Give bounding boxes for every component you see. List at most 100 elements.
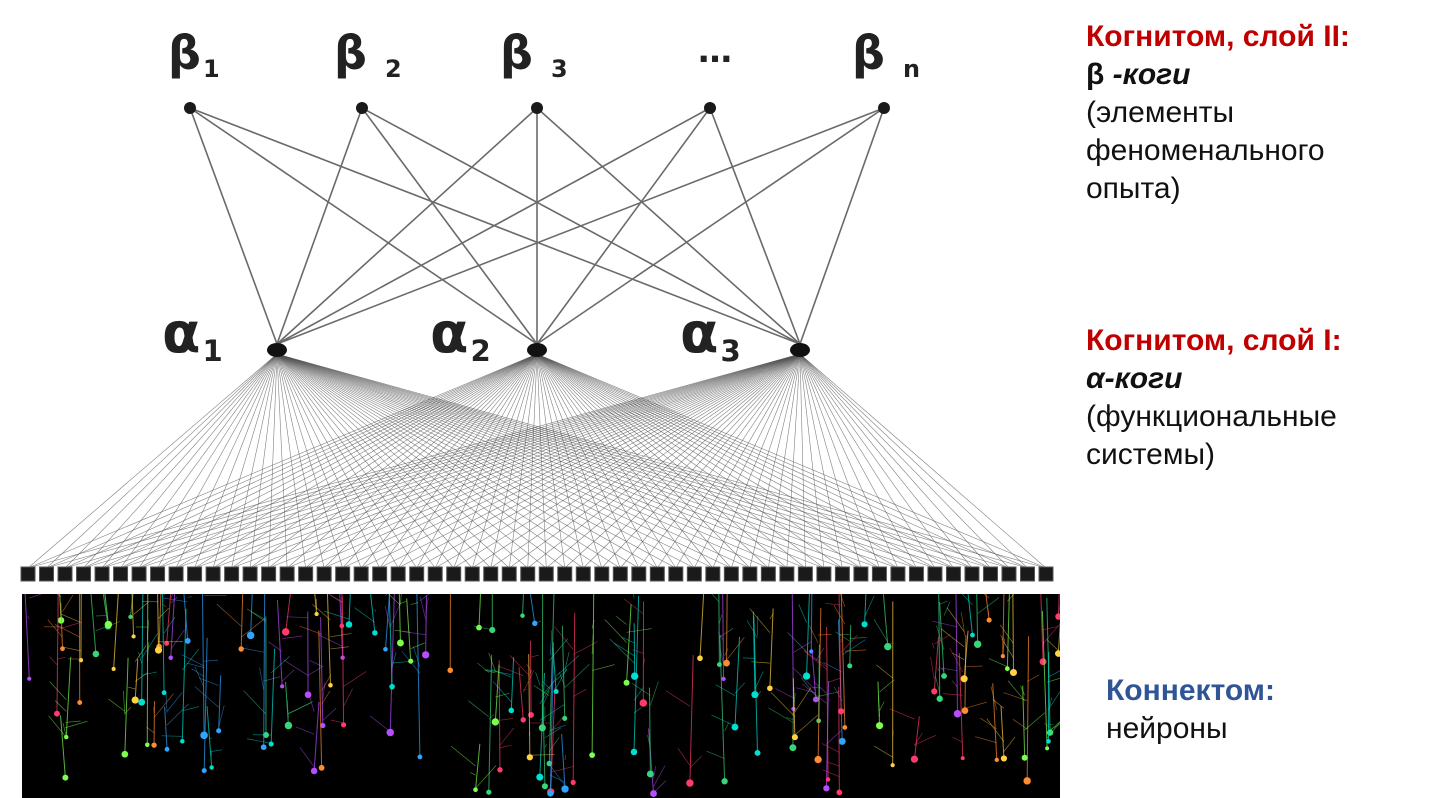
edge-alpha3-input39 <box>731 353 801 569</box>
neuron-branch <box>181 654 205 667</box>
neuron-soma <box>538 724 546 732</box>
neuron-soma <box>62 774 69 781</box>
neuron-branch <box>535 672 541 685</box>
neuron-soma <box>314 611 319 617</box>
neuron-dendrite <box>769 608 774 689</box>
input-unit-12 <box>224 566 240 582</box>
edge-alpha1-input14 <box>268 353 278 569</box>
edge-alpha3-input55 <box>799 353 1028 569</box>
neuron-dendrite <box>529 594 536 624</box>
edge-alpha1-input6 <box>120 353 278 569</box>
neuron-soma <box>422 651 430 659</box>
neuron-dendrite <box>552 647 557 692</box>
edge-alpha2-input26 <box>490 353 538 569</box>
alpha-label-1: α1 <box>162 301 223 369</box>
neuron-soma <box>284 721 293 730</box>
neuron-branch <box>1042 623 1060 644</box>
neuron-branch <box>191 668 205 677</box>
neuron-dendrite <box>370 594 376 633</box>
neuron-dendrite <box>131 594 135 637</box>
neuron-branch <box>977 597 1000 614</box>
neuron-soma <box>823 785 830 792</box>
neuron-dendrite <box>166 594 172 644</box>
edge-alpha2-input14 <box>268 353 538 569</box>
neuron-dendrite <box>276 600 283 687</box>
neuron-dendrite <box>518 667 524 720</box>
neuron-soma <box>408 658 414 664</box>
neuron-branch <box>499 718 513 721</box>
neuron-soma <box>328 683 333 688</box>
neuron-soma <box>721 676 726 682</box>
neuron-dendrite <box>348 594 351 625</box>
edge-alpha1-input34 <box>276 353 639 569</box>
edge-alpha3-input6 <box>120 353 801 569</box>
neuron-soma <box>812 696 819 703</box>
edge-alpha2-input30 <box>536 353 566 569</box>
neuron-branch <box>218 705 225 728</box>
neuron-branch <box>542 690 550 708</box>
neuron-dendrite <box>734 636 741 728</box>
neuron-dendrite <box>522 594 524 616</box>
input-unit-36 <box>668 566 684 582</box>
neuron-soma <box>238 646 244 652</box>
neuron-soma <box>953 710 962 718</box>
neuron-dendrite <box>24 594 30 679</box>
input-unit-23 <box>427 566 443 582</box>
neuron-branch <box>388 594 401 606</box>
input-unit-41 <box>760 566 776 582</box>
neuron-branch <box>554 626 574 650</box>
edge-alpha3-input40 <box>749 353 801 569</box>
neuron-soma <box>320 722 326 729</box>
neuron-branch <box>632 649 644 654</box>
neuron-dendrite <box>157 594 159 651</box>
neuron-branch <box>544 727 562 739</box>
neuron-soma <box>491 718 500 726</box>
input-unit-24 <box>446 566 462 582</box>
neuron-branch <box>187 596 193 598</box>
neuron-dendrite <box>548 594 555 764</box>
neuron-branch <box>821 743 840 753</box>
neuron-branch <box>770 692 796 717</box>
edge-alpha3-input10 <box>194 353 801 569</box>
neuron-soma <box>340 722 347 728</box>
edge-alpha2-input54 <box>536 353 1010 569</box>
neuron-dendrite <box>494 664 500 722</box>
edge-alpha2-input24 <box>453 353 538 569</box>
edge-beta5-alpha3 <box>799 107 885 345</box>
edge-alpha2-input4 <box>83 353 538 569</box>
neuron-soma <box>570 779 576 785</box>
neuron-branch <box>330 646 349 650</box>
neuron-soma <box>1000 755 1008 762</box>
neuron-branch <box>550 630 553 655</box>
neuron-branch <box>719 614 723 624</box>
input-unit-37 <box>686 566 702 582</box>
neuron-branch <box>549 764 566 786</box>
neuron-branch <box>541 684 543 687</box>
neuron-soma <box>473 787 478 793</box>
edge-alpha1-input12 <box>231 353 278 569</box>
neuron-branch <box>616 616 627 625</box>
edge-alpha3-input2 <box>46 353 801 569</box>
edge-alpha1-input9 <box>175 353 278 569</box>
neuron-soma <box>861 621 868 628</box>
edge-alpha3-input26 <box>490 353 801 569</box>
neuron-branch <box>633 707 642 714</box>
neuron-branch <box>128 686 136 690</box>
neuron-soma <box>731 723 739 731</box>
neuron-branch <box>931 642 935 649</box>
neuron-branch <box>321 674 332 692</box>
edge-alpha2-input10 <box>194 353 538 569</box>
edge-alpha2-input1 <box>27 353 538 569</box>
neuron-branch <box>650 681 659 706</box>
neuron-dendrite <box>882 594 889 647</box>
neuron-branch <box>769 612 774 620</box>
neuron-soma <box>246 631 255 640</box>
neuron-branch <box>1007 594 1015 602</box>
edge-alpha1-input8 <box>157 353 278 569</box>
neuron-branch <box>529 669 532 674</box>
input-unit-row <box>20 566 1054 582</box>
neuron-soma <box>836 789 843 796</box>
input-unit-2 <box>39 566 55 582</box>
neuron-branch <box>541 680 551 690</box>
neuron-soma <box>547 790 554 797</box>
